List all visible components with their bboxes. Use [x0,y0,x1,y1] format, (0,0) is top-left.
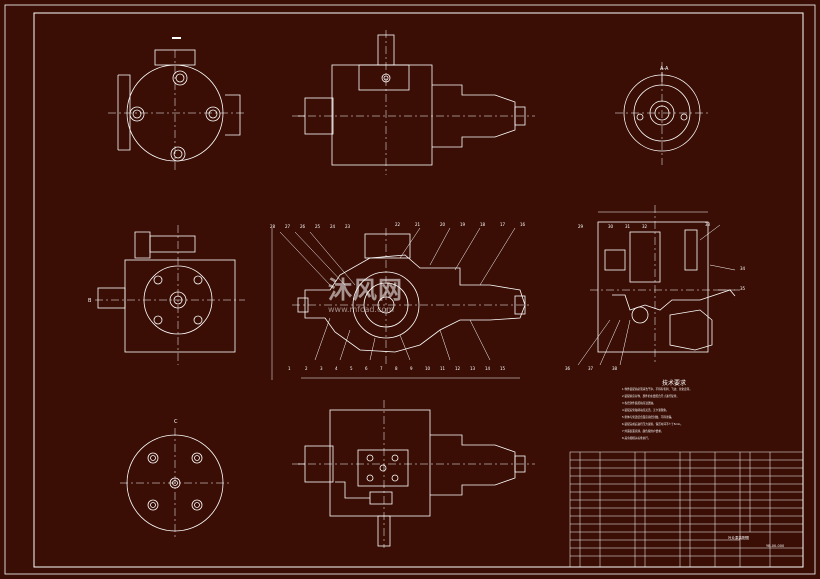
watermark-brand: 沐风网 [328,276,403,304]
callout-bottom-4: 5 [350,366,353,371]
callout-top-5: 23 [345,224,351,229]
inner-frame [33,12,804,568]
tech-req-line-6: 6.装配完成后进行压力试验，保压时间不少于5min。 [622,423,683,426]
callout-side-7: 36 [565,366,571,371]
callout-top-0: 28 [270,224,276,229]
callout-bottom-2: 3 [320,366,323,371]
callout-bottom-0: 1 [288,366,291,371]
tech-req-line-5: 5.泵体与泵盖结合面应涂密封胶，不得渗漏。 [622,416,674,419]
callout-side-4: 33 [705,222,711,227]
tech-req-line-3: 3.各密封件装配前应浸透油。 [622,402,656,405]
drawing-number: YB-00-000 [766,544,785,548]
front-view-top-left [108,37,245,170]
section-view-center [271,227,530,380]
outer-border [4,4,816,575]
callout-side-0: 29 [578,224,584,229]
callout-bottom-8: 9 [410,366,413,371]
callout-side-5: 34 [740,266,746,271]
callout-bottom-14: 15 [500,366,506,371]
tech-req-line-8: 8.其余按相关标准执行。 [622,437,651,440]
callout-bottom-3: 4 [335,366,338,371]
tech-req-line-7: 7.外露表面涂漆，颜色按用户要求。 [622,430,664,433]
callout-top-12: 16 [520,222,526,227]
callout-top-7: 21 [415,222,421,227]
tech-req-line-1: 1.零件装配前必须清洗干净，不得有毛刺、飞边、氧化皮等。 [622,388,692,391]
view-label-b: B [88,298,92,304]
technical-requirements-title: 技术要求 [662,380,687,387]
watermark-logo: 沐风网 www.mfcad.com [328,270,403,314]
callout-bottom-10: 11 [440,366,446,371]
parts-list-table [569,451,804,568]
callout-bottom-13: 14 [485,366,491,371]
title-block-name: 叶片泵装配图 [728,536,749,540]
callout-top-8: 20 [440,222,446,227]
tech-req-line-4: 4.装配后泵轴转动应灵活，无卡滞现象。 [622,409,669,412]
top-view-body [292,30,535,175]
callout-bottom-11: 12 [455,366,461,371]
callout-bottom-9: 10 [425,366,431,371]
callout-bottom-7: 8 [395,366,398,371]
callout-top-9: 19 [460,222,466,227]
side-view-middle-left [95,225,245,365]
flange-view-bottom-left [120,428,232,540]
callout-side-1: 30 [608,224,614,229]
flange-view-top-right [615,62,710,165]
callout-side-6: 35 [740,286,746,291]
callout-top-10: 18 [480,222,486,227]
view-label-a: A-A [660,66,669,72]
tech-req-line-2: 2.装配前应对零、部件的主要配合尺寸进行复查。 [622,395,679,398]
view-label-c: C [174,419,178,425]
callout-bottom-12: 13 [470,366,476,371]
callout-top-2: 26 [300,224,306,229]
callout-side-9: 38 [612,366,618,371]
callout-top-11: 17 [500,222,506,227]
callout-top-3: 25 [315,224,321,229]
watermark-url: www.mfcad.com [328,305,395,314]
section-view-right [577,205,740,366]
callout-side-3: 32 [642,224,648,229]
callout-bottom-5: 6 [365,366,368,371]
callout-bottom-1: 2 [305,366,308,371]
bottom-view-body [292,400,535,548]
callout-side-8: 37 [588,366,594,371]
callout-side-2: 31 [625,224,631,229]
callout-top-4: 24 [330,224,336,229]
callout-top-6: 22 [395,222,401,227]
callout-bottom-6: 7 [380,366,383,371]
callout-top-1: 27 [285,224,291,229]
